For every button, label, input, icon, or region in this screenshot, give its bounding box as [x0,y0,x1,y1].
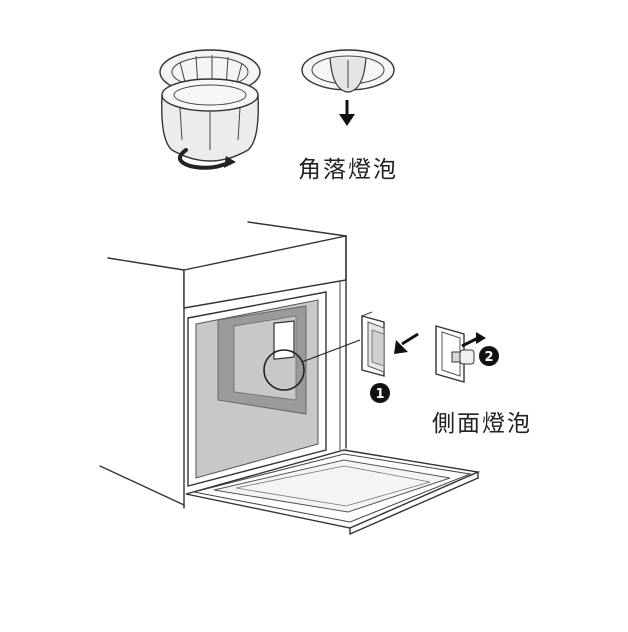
oven-door-window [213,459,451,513]
side-lamp-cover [361,311,385,377]
svg-text:1: 1 [375,387,384,402]
corner-lamp-label: 角落燈泡 [298,157,398,183]
bulb-pull-arrow-icon [461,332,486,348]
side-lamp-label: 側面燈泡 [432,411,532,437]
oven [99,221,481,535]
step-2-badge: 2 [479,346,499,366]
down-arrow-icon [339,100,355,126]
side-lamp-socket [435,325,475,383]
corner-lamp-glass [301,49,395,93]
side-cover-arrow-icon [394,332,419,354]
rotate-arrow-icon [178,148,232,170]
corner-lamp-assembly [159,49,261,170]
side-lamp-highlight [263,320,361,391]
step-1-badge: 1 [370,383,390,403]
svg-text:2: 2 [484,350,493,365]
